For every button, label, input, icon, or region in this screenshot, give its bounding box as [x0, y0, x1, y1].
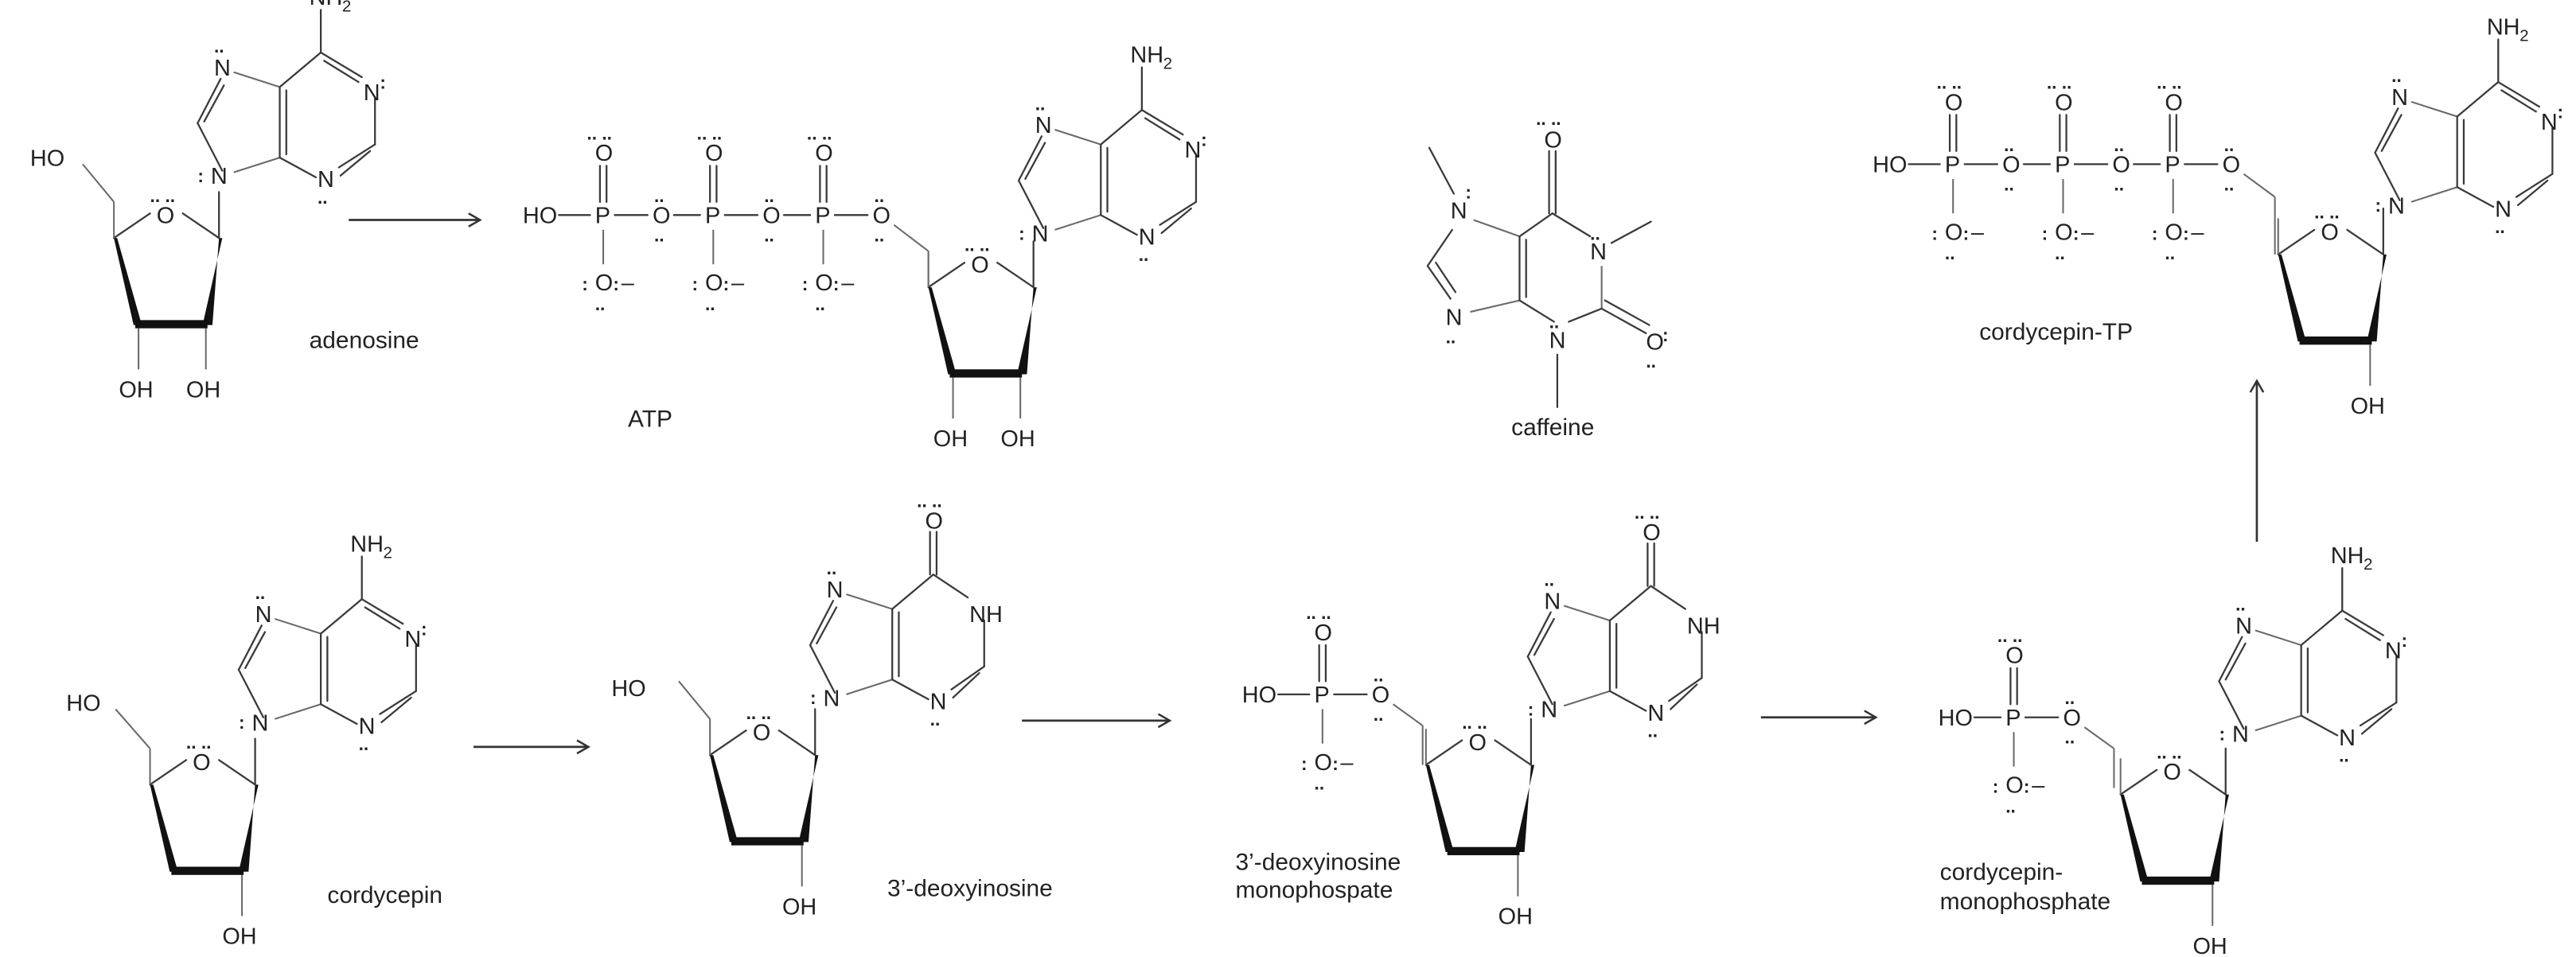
label-atp: ATP: [628, 407, 672, 433]
label-caffeine: caffeine: [1511, 414, 1594, 441]
label-adenosine: adenosine: [310, 327, 419, 353]
label-cordycepin-tp: cordycepin-TP: [1979, 319, 2133, 345]
svg-text:..: ..: [1446, 326, 1456, 347]
svg-text:HO: HO: [30, 146, 64, 171]
molecule-cordycepin-monophosphate: HO cordycepin- monophosphate: [1939, 542, 2409, 957]
label-dimp-line2: monophospate: [1235, 877, 1393, 904]
label-dimp-line1: 3’-deoxyinosine: [1235, 850, 1401, 876]
svg-text:O: O: [1544, 128, 1561, 154]
svg-text:..: ..: [1590, 223, 1600, 243]
label-3-deoxyinosine: 3’-deoxyinosine: [887, 876, 1053, 902]
svg-text:N: N: [1590, 239, 1607, 265]
svg-text:N: N: [1446, 305, 1463, 331]
svg-text:..: ..: [1549, 312, 1560, 333]
molecule-3-deoxyinosine: HO 3’-deoxyinosine: [611, 489, 1053, 921]
molecule-adenosine: HO adenosine: [30, 0, 419, 404]
svg-text:.. ..: .. ..: [1536, 108, 1561, 129]
svg-text:HO: HO: [1242, 683, 1276, 708]
molecule-cordycepin-tp: HO cordycepin-TP: [1873, 14, 2565, 421]
molecule-3-deoxyinosine-monophospate: HO 3’-deoxyinosine monophospate: [1235, 500, 1721, 931]
svg-text:HO: HO: [1939, 706, 1973, 731]
svg-text:O: O: [1646, 330, 1663, 356]
label-cmp-line2: monophosphate: [1940, 889, 2111, 915]
label-cordycepin: cordycepin: [327, 882, 442, 908]
svg-text:HO: HO: [1873, 153, 1907, 178]
molecule-atp: HO ATP: [523, 41, 1208, 453]
svg-text:..: ..: [1646, 351, 1656, 372]
svg-text:N: N: [1451, 198, 1467, 224]
svg-text::: :: [1465, 182, 1471, 203]
svg-text:N: N: [1549, 328, 1566, 353]
svg-text:HO: HO: [523, 204, 557, 229]
molecule-caffeine: N : N .. O .. .. N .. O : .. N .. caffei…: [1426, 108, 1669, 441]
molecule-cordycepin: HO cordycepin: [66, 531, 442, 951]
svg-text::: :: [1662, 325, 1669, 345]
label-cmp-line1: cordycepin-: [1940, 859, 2064, 885]
svg-text:HO: HO: [66, 691, 100, 716]
svg-text:HO: HO: [611, 676, 645, 702]
